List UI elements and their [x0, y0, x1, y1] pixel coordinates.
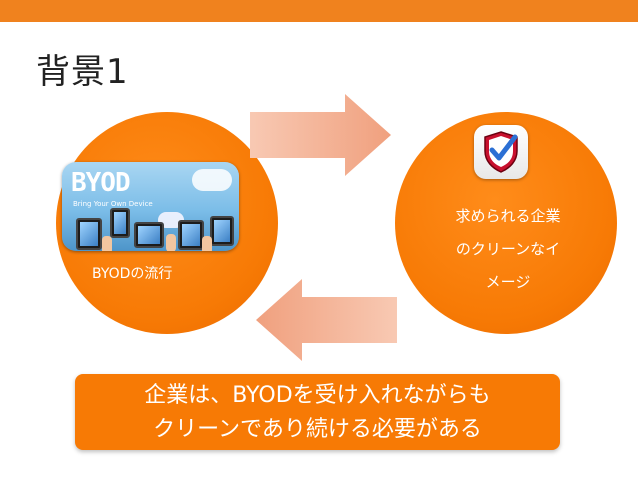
arrow-right-icon — [245, 90, 395, 184]
hand-icon — [102, 236, 112, 251]
caption-line: 求められる企業 — [455, 207, 561, 225]
banner-line: 企業は、BYODを受け入れながらも — [144, 383, 491, 408]
phone-icon — [210, 216, 234, 246]
top-accent-bar — [0, 0, 638, 22]
byod-logo-text: BYOD — [71, 168, 131, 198]
tablet-icon — [76, 218, 102, 250]
slide-title: 背景1 — [36, 52, 129, 92]
conclusion-banner: 企業は、BYODを受け入れながらも クリーンであり続ける必要がある — [75, 374, 560, 450]
caption-line: のクリーンなイ — [455, 240, 561, 258]
byod-caption: BYODの流行 — [92, 266, 173, 282]
tablet-icon — [134, 222, 164, 248]
cloud-icon — [158, 212, 184, 228]
shield-check-icon — [474, 125, 528, 179]
phone-icon — [110, 208, 130, 238]
caption-line: メージ — [485, 273, 531, 291]
hand-icon — [166, 234, 176, 251]
byod-image: BYOD Bring Your Own Device — [62, 162, 239, 251]
banner-line: クリーンであり続ける必要がある — [153, 417, 482, 442]
byod-logo-subtitle: Bring Your Own Device — [73, 200, 153, 208]
clean-image-caption: 求められる企業 のクリーンなイ メージ — [413, 200, 603, 299]
cloud-icon — [192, 169, 232, 191]
hand-icon — [202, 236, 212, 251]
arrow-left-icon — [252, 275, 402, 369]
tablet-icon — [178, 220, 204, 250]
